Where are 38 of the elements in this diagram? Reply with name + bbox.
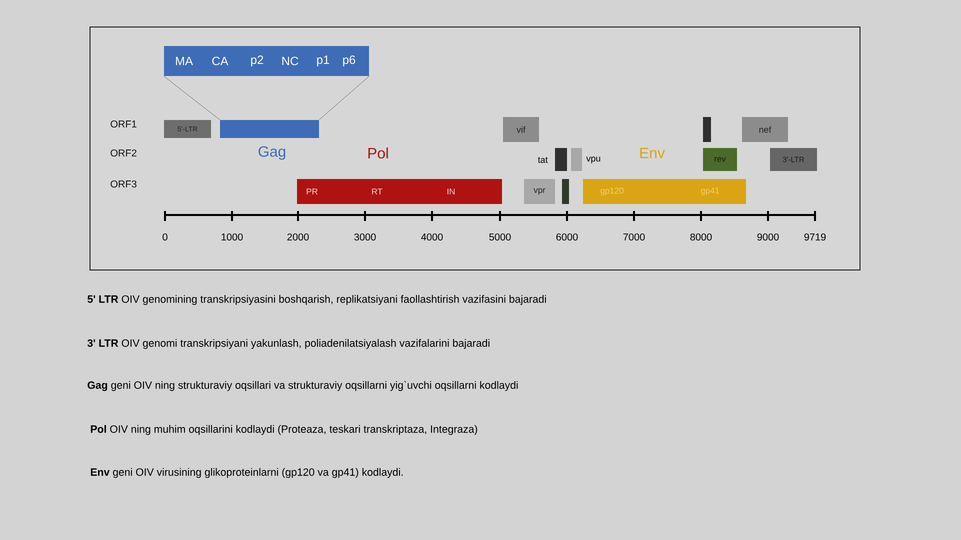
tick-label: 9000 (757, 233, 779, 241)
tick-label: 1000 (222, 233, 243, 241)
gene-name: Env (640, 148, 665, 158)
description-text: Gag geni OIV ning strukturaviy oqsillari va strukturaviy oqsillarni yig`uvchi oqsillarni kodlaydi (88, 380, 518, 391)
gene-label: tat (538, 157, 548, 163)
tick-label: 3000 (354, 233, 376, 241)
tick-label: 6000 (556, 233, 578, 241)
tick-label: 2000 (287, 233, 309, 241)
leader-line (319, 76, 370, 120)
gene-box: vif (503, 117, 539, 142)
gene-box: nef (742, 117, 788, 142)
tick-label: 4000 (421, 233, 443, 241)
gene-name: Gag (258, 146, 286, 160)
gene-box: rev (703, 148, 737, 171)
gene-bar: gp120 gp41 (583, 179, 746, 204)
gene-bar: PR RT IN (297, 179, 502, 204)
description-text: Pol OIV ning muhim oqsillarini kodlaydi (Proteaza, teskari transkriptaza, Integraza) (90, 425, 478, 435)
gene-name: Pol (368, 147, 388, 158)
gene-box: vpr (524, 179, 555, 204)
tick-label: 7000 (623, 233, 645, 241)
description-text: Env geni OIV virusining glikoproteinlarni (gp120 va gp41) kodlaydi. (90, 468, 403, 478)
row-label: ORF1 (110, 120, 136, 128)
row-label: ORF3 (110, 180, 136, 188)
tick-label: 8000 (690, 233, 712, 241)
tick-label: 5000 (489, 233, 511, 241)
leader-line (164, 76, 220, 120)
tick-label: 9719 (804, 233, 826, 241)
row-label: ORF2 (110, 149, 136, 157)
tick-label: 0 (162, 233, 168, 241)
gene-bar (571, 148, 582, 171)
gene-bar (555, 148, 567, 171)
gene-label: vpu (586, 156, 600, 164)
description-text: 3' LTR OIV genomi transkripsiyani yakunlash, poliadenilatsiyalash vazifalarini bajaradi (87, 339, 490, 349)
gene-bar (220, 120, 319, 138)
protein-domain-box: MA CA p2 NC p1 p6 (164, 46, 369, 76)
description-text: 5' LTR OIV genomining transkripsiyasini boshqarish, replikatsiyani faollashtirish vazifasini bajaradi (88, 295, 546, 305)
gene-bar (562, 179, 569, 204)
gene-bar (703, 117, 711, 142)
